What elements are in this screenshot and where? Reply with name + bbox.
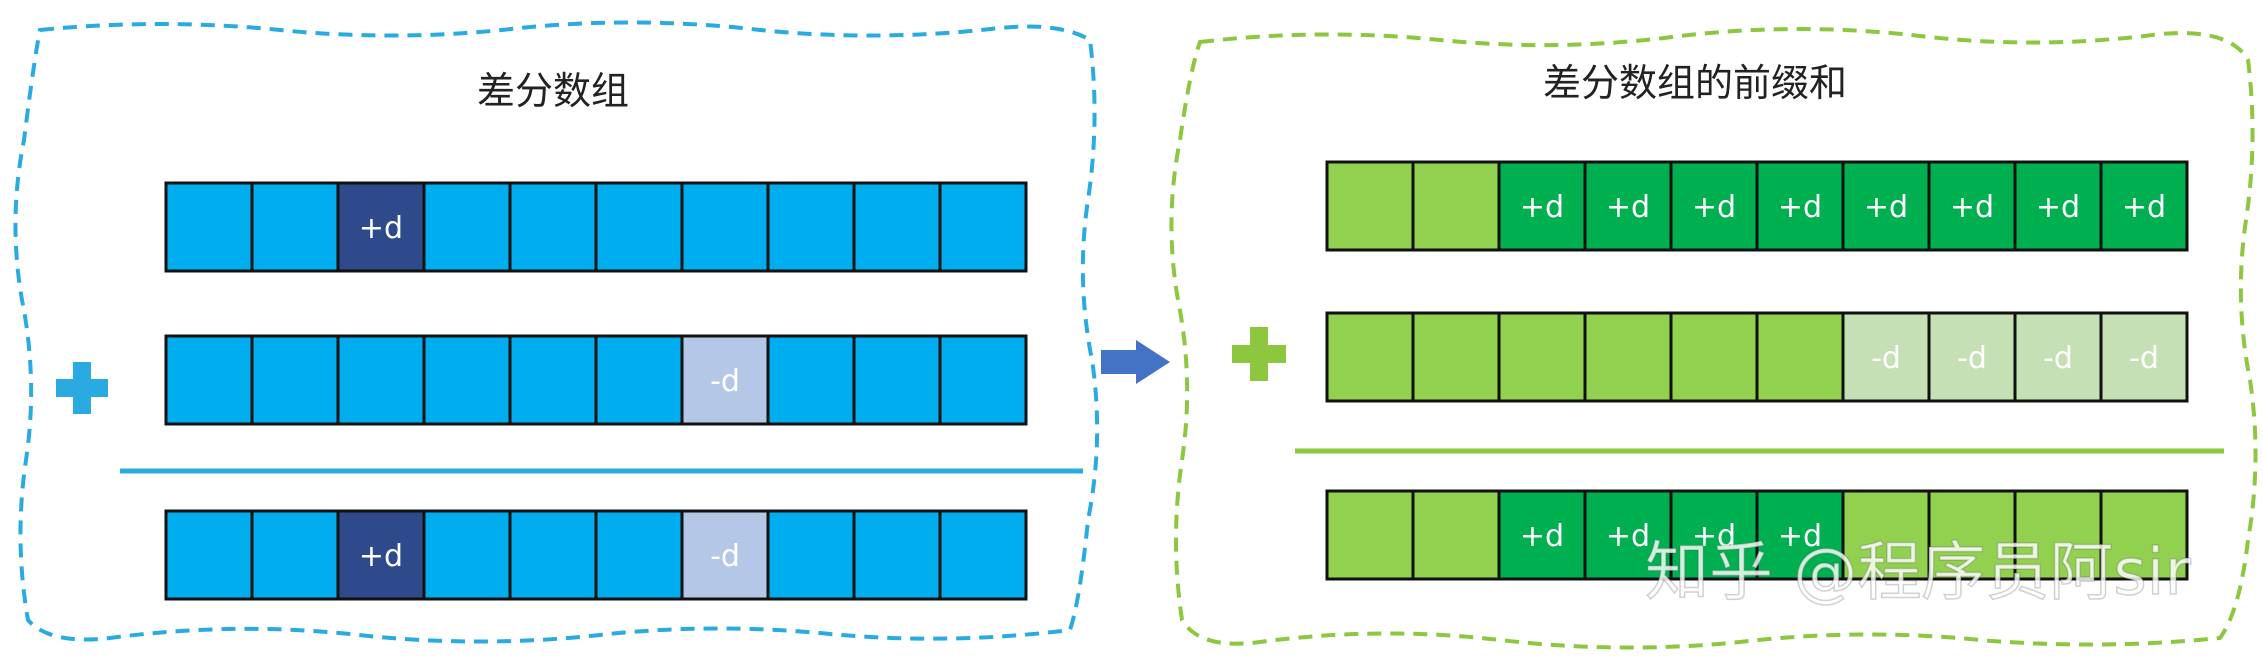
right-panel-frame <box>1169 27 2258 650</box>
left-row-2-cell-1 <box>164 334 254 426</box>
right-row-2-cell-9-label: -d <box>2043 341 2073 376</box>
right-row-3-cell-5 <box>1669 489 1759 581</box>
left-row-3-cell-4 <box>422 509 512 601</box>
left-panel-frame <box>13 20 1100 644</box>
left-row-1-cell-9 <box>852 181 942 273</box>
left-row-2-cell-6 <box>594 334 684 426</box>
right-row-3-cell-4-label: +d <box>1606 519 1650 554</box>
left-row-1-cell-6 <box>594 181 684 273</box>
right-row-1-cell-10-label: +d <box>2122 190 2166 225</box>
left-row-2-cell-2 <box>250 334 340 426</box>
right-row-2-cell-2 <box>1411 311 1501 403</box>
right-plus-icon <box>1232 327 1286 381</box>
left-row-2-cell-9 <box>852 334 942 426</box>
right-row-1-cell-9-label: +d <box>2036 190 2080 225</box>
right-row-2-cell-3 <box>1497 311 1587 403</box>
left-row-2: -d <box>164 334 1028 426</box>
left-row-3-cell-3-label: +d <box>359 539 403 574</box>
right-row-1-cell-7 <box>1841 160 1931 252</box>
right-row-2-cell-4 <box>1583 311 1673 403</box>
left-row-2-cell-8 <box>766 334 856 426</box>
right-row-2-cell-7-label: -d <box>1871 341 1901 376</box>
left-row-3: +d -d <box>164 509 1028 601</box>
left-row-2-cell-7-label: -d <box>710 364 740 399</box>
watermark-text: 知乎 @程序员阿sir <box>1645 536 2191 610</box>
right-row-3-cell-9 <box>2013 489 2103 581</box>
left-row-2-cell-7 <box>680 334 770 426</box>
left-row-1-cell-1 <box>164 181 254 273</box>
right-row-3-cell-6-label: +d <box>1778 519 1822 554</box>
left-row-3-cell-10 <box>938 509 1028 601</box>
left-row-1-cell-5 <box>508 181 598 273</box>
left-row-1: +d <box>164 181 1028 273</box>
left-row-1-cell-10 <box>938 181 1028 273</box>
right-row-1-cell-8 <box>1927 160 2017 252</box>
right-row-3-cell-2 <box>1411 489 1501 581</box>
right-row-3-cell-3-label: +d <box>1520 519 1564 554</box>
right-row-1-cell-4-label: +d <box>1606 190 1650 225</box>
right-row-2-cell-8-label: -d <box>1957 341 1987 376</box>
left-row-2-cell-3 <box>336 334 426 426</box>
left-row-1-cell-8 <box>766 181 856 273</box>
left-row-3-cell-9 <box>852 509 942 601</box>
left-row-1-cell-7 <box>680 181 770 273</box>
right-row-2-cell-7 <box>1841 311 1931 403</box>
right-row-1-cell-10 <box>2099 160 2189 252</box>
left-row-3-cell-3 <box>336 509 426 601</box>
right-row-3: +d +d +d +d <box>1325 489 2189 581</box>
right-row-3-cell-5-label: +d <box>1692 519 1736 554</box>
right-row-1-cell-5-label: +d <box>1692 190 1736 225</box>
right-row-1-cell-2 <box>1411 160 1501 252</box>
left-row-3-cell-1 <box>164 509 254 601</box>
left-row-2-cell-10 <box>938 334 1028 426</box>
left-row-1-cell-4 <box>422 181 512 273</box>
right-row-3-cell-8 <box>1927 489 2017 581</box>
right-row-2-cell-1 <box>1325 311 1415 403</box>
right-row-2-cell-5 <box>1669 311 1759 403</box>
right-row-3-cell-10 <box>2099 489 2189 581</box>
right-row-1: +d +d +d +d +d +d +d +d <box>1325 160 2189 252</box>
right-arrow-icon <box>1101 340 1170 384</box>
right-row-1-cell-6-label: +d <box>1778 190 1822 225</box>
left-panel-title: 差分数组 <box>477 69 629 113</box>
left-row-3-cell-5 <box>508 509 598 601</box>
left-plus-icon <box>56 362 108 414</box>
left-row-2-cell-4 <box>422 334 512 426</box>
left-row-3-cell-8 <box>766 509 856 601</box>
right-row-2-cell-9 <box>2013 311 2103 403</box>
left-row-1-cell-2 <box>250 181 340 273</box>
left-row-3-cell-6 <box>594 509 684 601</box>
right-panel-title: 差分数组的前缀和 <box>1543 61 1847 105</box>
left-row-3-cell-2 <box>250 509 340 601</box>
right-row-1-cell-3-label: +d <box>1520 190 1564 225</box>
right-row-2-cell-8 <box>1927 311 2017 403</box>
right-row-2: -d -d -d -d <box>1325 311 2189 403</box>
right-row-1-cell-9 <box>2013 160 2103 252</box>
right-row-3-cell-1 <box>1325 489 1415 581</box>
right-row-1-cell-8-label: +d <box>1950 190 1994 225</box>
right-row-2-cell-6 <box>1755 311 1845 403</box>
right-row-1-cell-7-label: +d <box>1864 190 1908 225</box>
right-row-2-cell-10 <box>2099 311 2189 403</box>
left-row-1-cell-3-label: +d <box>359 211 403 246</box>
left-row-3-cell-7-label: -d <box>710 539 740 574</box>
right-row-3-cell-3 <box>1497 489 1587 581</box>
left-row-2-cell-5 <box>508 334 598 426</box>
right-row-2-cell-10-label: -d <box>2129 341 2159 376</box>
right-row-1-cell-1 <box>1325 160 1415 252</box>
